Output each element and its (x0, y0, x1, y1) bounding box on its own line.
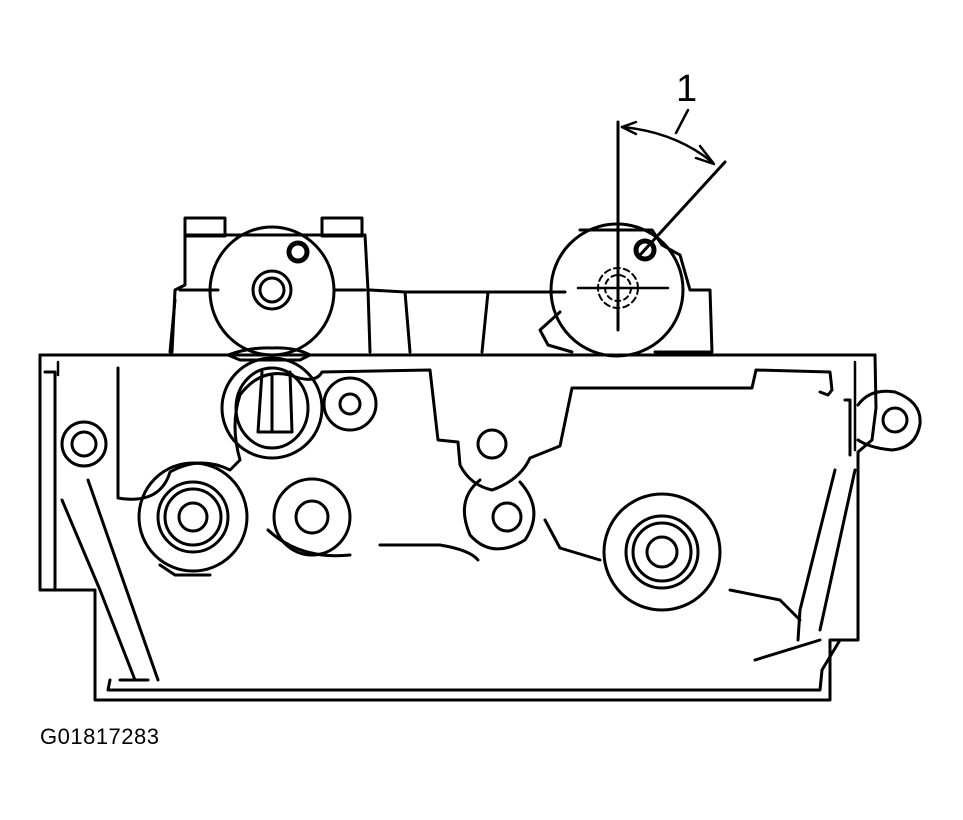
water-jacket-outline (118, 368, 832, 499)
left-side-ribs (45, 372, 158, 680)
chain-guide-slot (258, 372, 292, 432)
left-bearing-cap (172, 235, 370, 352)
left-cam-sprocket (210, 227, 334, 355)
boss-left-edge (62, 422, 106, 466)
angle-arc (622, 127, 712, 162)
head-bolt-boss-2-ring (626, 516, 698, 588)
callout-number: 1 (676, 68, 698, 110)
head-bolt-boss-1-ring-2 (165, 489, 221, 545)
right-cam-timing-dot (636, 241, 654, 259)
oil-passage-hole (296, 501, 328, 533)
left-cam-timing-dot (289, 243, 307, 261)
right-bearing-cap (580, 230, 712, 352)
chain-tunnel (222, 358, 322, 458)
right-side-ribs (798, 400, 855, 640)
left-cap-bolt-1 (185, 218, 225, 236)
cylinder-head-outline (40, 355, 876, 700)
head-bolt-boss-2-ring-2 (633, 523, 691, 581)
chain-tunnel-top (228, 348, 310, 360)
lifting-eye (858, 391, 920, 450)
bottom-rail (108, 640, 840, 690)
angled-reference-line (640, 162, 725, 255)
boss-center-upper (478, 430, 506, 458)
left-cam-hub-outer (253, 271, 291, 309)
right-cap-tab (540, 312, 572, 352)
boss-center-lower (493, 503, 521, 531)
center-housing (370, 290, 565, 352)
left-cam-hub-inner (260, 278, 284, 302)
boss-small-1-hole (340, 394, 360, 414)
oil-passage-boss (274, 479, 350, 555)
callout-leader-line (676, 110, 688, 133)
angle-arrowhead-left (622, 122, 636, 134)
chain-tunnel-inner (236, 368, 308, 448)
left-cap-bolt-2 (322, 218, 362, 236)
water-jacket-lower (160, 520, 800, 620)
head-bolt-boss-2-hole (647, 537, 677, 567)
lifting-eye-hole (883, 408, 907, 432)
angle-arrowhead-right (696, 146, 714, 164)
head-bolt-boss-1-ring (158, 482, 228, 552)
head-bolt-boss-2 (604, 494, 720, 610)
boss-center-outline (464, 480, 534, 549)
boss-small-1 (324, 378, 376, 430)
left-cap-step (170, 290, 365, 352)
boss-left-edge-hole (72, 432, 96, 456)
head-bolt-boss-1 (139, 463, 247, 571)
head-top-flange (58, 362, 855, 450)
figure-id-label: G01817283 (40, 724, 160, 749)
head-bolt-boss-1-hole (179, 503, 207, 531)
